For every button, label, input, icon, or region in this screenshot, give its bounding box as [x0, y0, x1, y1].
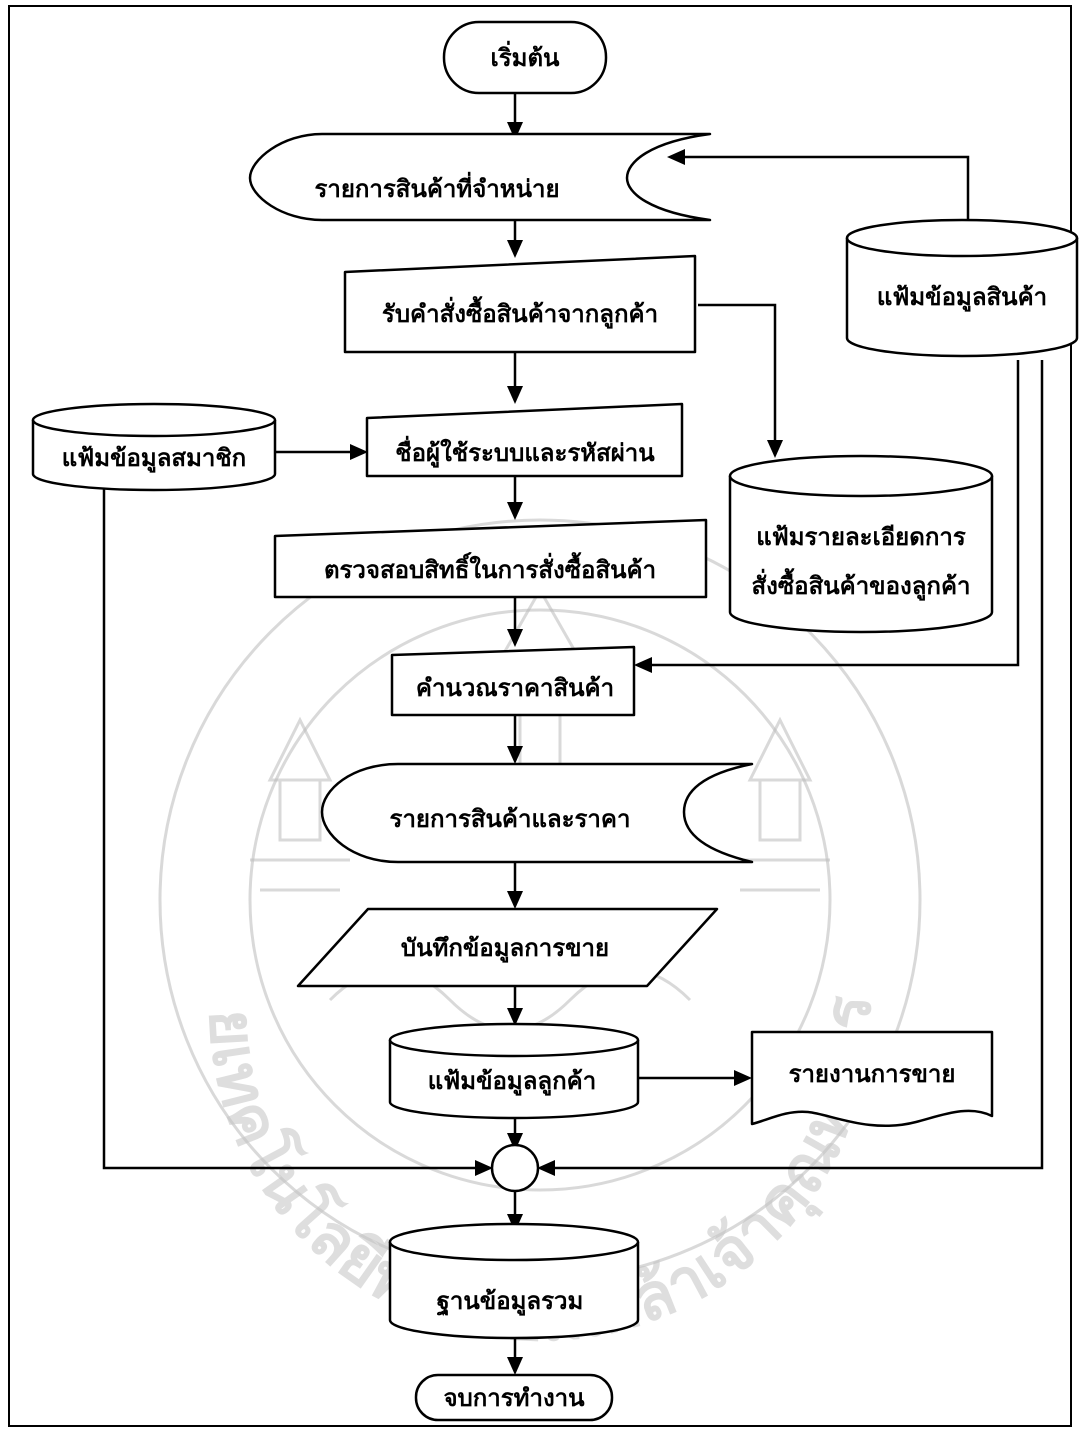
member-file-database: แฟ้มข้อมูลสมาชิก: [31, 402, 277, 492]
check-rights-label: ตรวจสอบสิทธิ์ในการสั่งซื้อสินค้า: [324, 551, 656, 584]
login-label: ชื่อผู้ใช้ระบบและรหัสผ่าน: [395, 435, 655, 468]
calc-price-label: คำนวณราคาสินค้า: [416, 673, 614, 702]
connector-lines: [102, 93, 1044, 1363]
receive-order-manual-input: รับคำสั่งซื้อสินค้าจากลูกค้า: [343, 254, 697, 354]
order-detail-file-label-line2: สั่งซื้อสินค้าของลูกค้า: [752, 567, 971, 601]
central-db-database: ฐานข้อมูลรวม: [388, 1222, 640, 1340]
receive-order-label: รับคำสั่งซื้อสินค้าจากลูกค้า: [382, 295, 658, 329]
product-list-display: รายการสินค้าที่จำหน่าย: [248, 132, 712, 222]
start-label: เริ่มต้น: [491, 40, 561, 72]
end-terminator: จบการทำงาน: [414, 1373, 614, 1422]
order-detail-file-label-line1: แฟ้มรายละเอียดการ: [756, 522, 966, 551]
merge-connector: [490, 1143, 540, 1193]
end-label: จบการทำงาน: [443, 1383, 585, 1412]
product-file-label: แฟ้มข้อมูลสินค้า: [877, 282, 1047, 312]
login-manual-input: ชื่อผู้ใช้ระบบและรหัสผ่าน: [365, 402, 684, 478]
product-price-list-label: รายการสินค้าและราคา: [390, 804, 631, 833]
product-list-label: รายการสินค้าที่จำหน่าย: [314, 171, 559, 203]
customer-file-label: แฟ้มข้อมูลลูกค้า: [428, 1066, 596, 1096]
customer-file-database: แฟ้มข้อมูลลูกค้า: [388, 1022, 640, 1120]
product-file-database: แฟ้มข้อมูลสินค้า: [845, 218, 1079, 358]
member-file-label: แฟ้มข้อมูลสมาชิก: [62, 443, 246, 473]
record-sales-io: บันทึกข้อมูลการขาย: [296, 907, 719, 988]
page-frame: [8, 5, 1072, 1427]
check-rights-manual-input: ตรวจสอบสิทธิ์ในการสั่งซื้อสินค้า: [273, 518, 708, 599]
sales-report-document: รายงานการขาย: [750, 1030, 994, 1127]
order-detail-file-database: แฟ้มรายละเอียดการ สั่งซื้อสินค้าของลูกค้…: [728, 454, 994, 634]
central-db-label: ฐานข้อมูลรวม: [437, 1286, 584, 1317]
sales-report-label: รายงานการขาย: [789, 1059, 956, 1088]
start-terminator: เริ่มต้น: [442, 20, 608, 95]
product-price-list-display: รายการสินค้าและราคา: [320, 762, 754, 864]
calc-price-manual-input: คำนวณราคาสินค้า: [390, 645, 636, 717]
record-sales-label: บันทึกข้อมูลการขาย: [401, 933, 609, 963]
arrowheads: [350, 122, 783, 1375]
